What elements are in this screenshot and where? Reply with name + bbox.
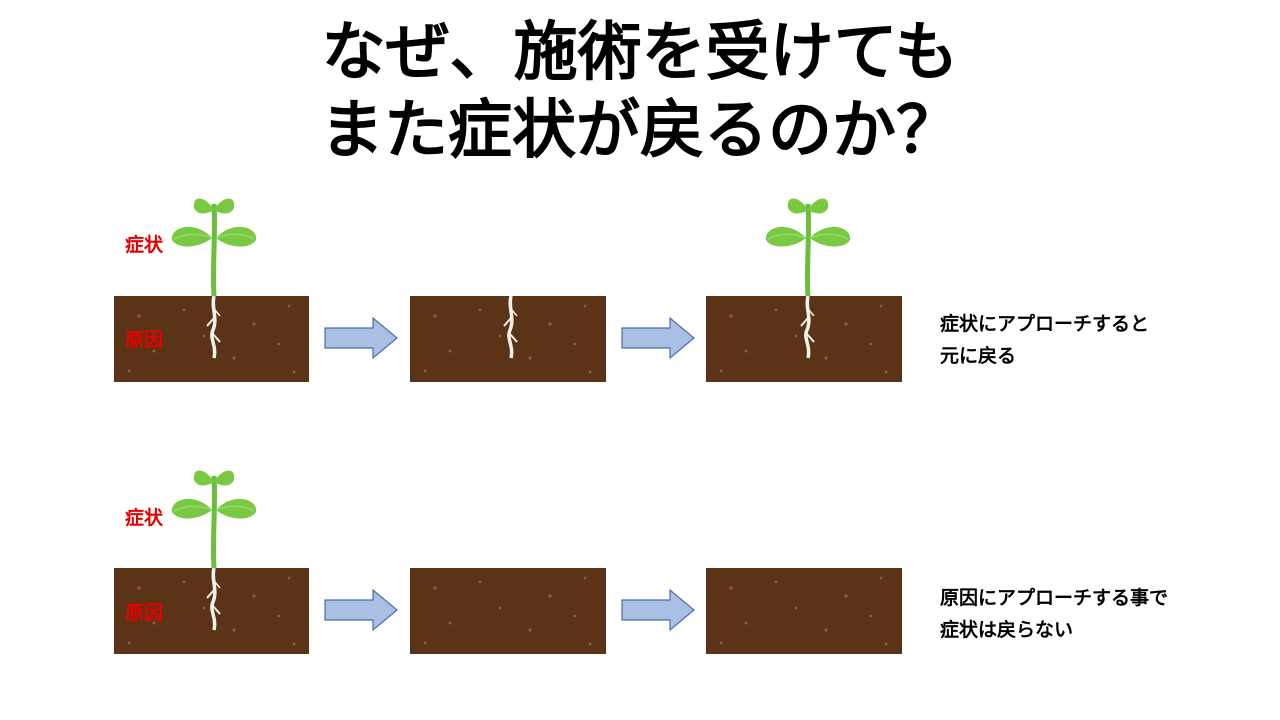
soil-block xyxy=(706,296,902,382)
note-row-1: 症状にアプローチすると 元に戻る xyxy=(940,308,1149,372)
note-line-2: 元に戻る xyxy=(940,345,1017,367)
title-line-2: また症状が戻るのか？ xyxy=(320,94,960,168)
note-row-2: 原因にアプローチする事で 症状は戻らない xyxy=(940,582,1168,646)
note-line-1: 症状にアプローチすると xyxy=(940,313,1150,335)
row-2 xyxy=(114,470,902,654)
note-line-1: 原因にアプローチする事で xyxy=(940,587,1169,609)
arrow-right-icon xyxy=(324,589,398,631)
arrow-right-icon xyxy=(621,589,695,631)
title-line-1: なぜ、施術を受けても xyxy=(321,16,959,90)
arrow-right-icon xyxy=(621,317,695,359)
note-line-2: 症状は戻らない xyxy=(940,619,1074,641)
symptom-label: 症状 xyxy=(125,507,164,529)
soil-block xyxy=(706,568,902,654)
title: なぜ、施術を受けても また症状が戻るのか？ xyxy=(0,14,1280,170)
sprout-icon xyxy=(172,198,256,296)
cause-label: 原因 xyxy=(125,329,164,351)
sprout-icon xyxy=(766,198,850,296)
sprout-icon xyxy=(172,470,256,568)
arrow-right-icon xyxy=(324,317,398,359)
row-1 xyxy=(114,198,902,382)
cause-label: 原因 xyxy=(125,602,164,624)
symptom-label: 症状 xyxy=(125,234,164,256)
soil-block xyxy=(410,568,606,654)
